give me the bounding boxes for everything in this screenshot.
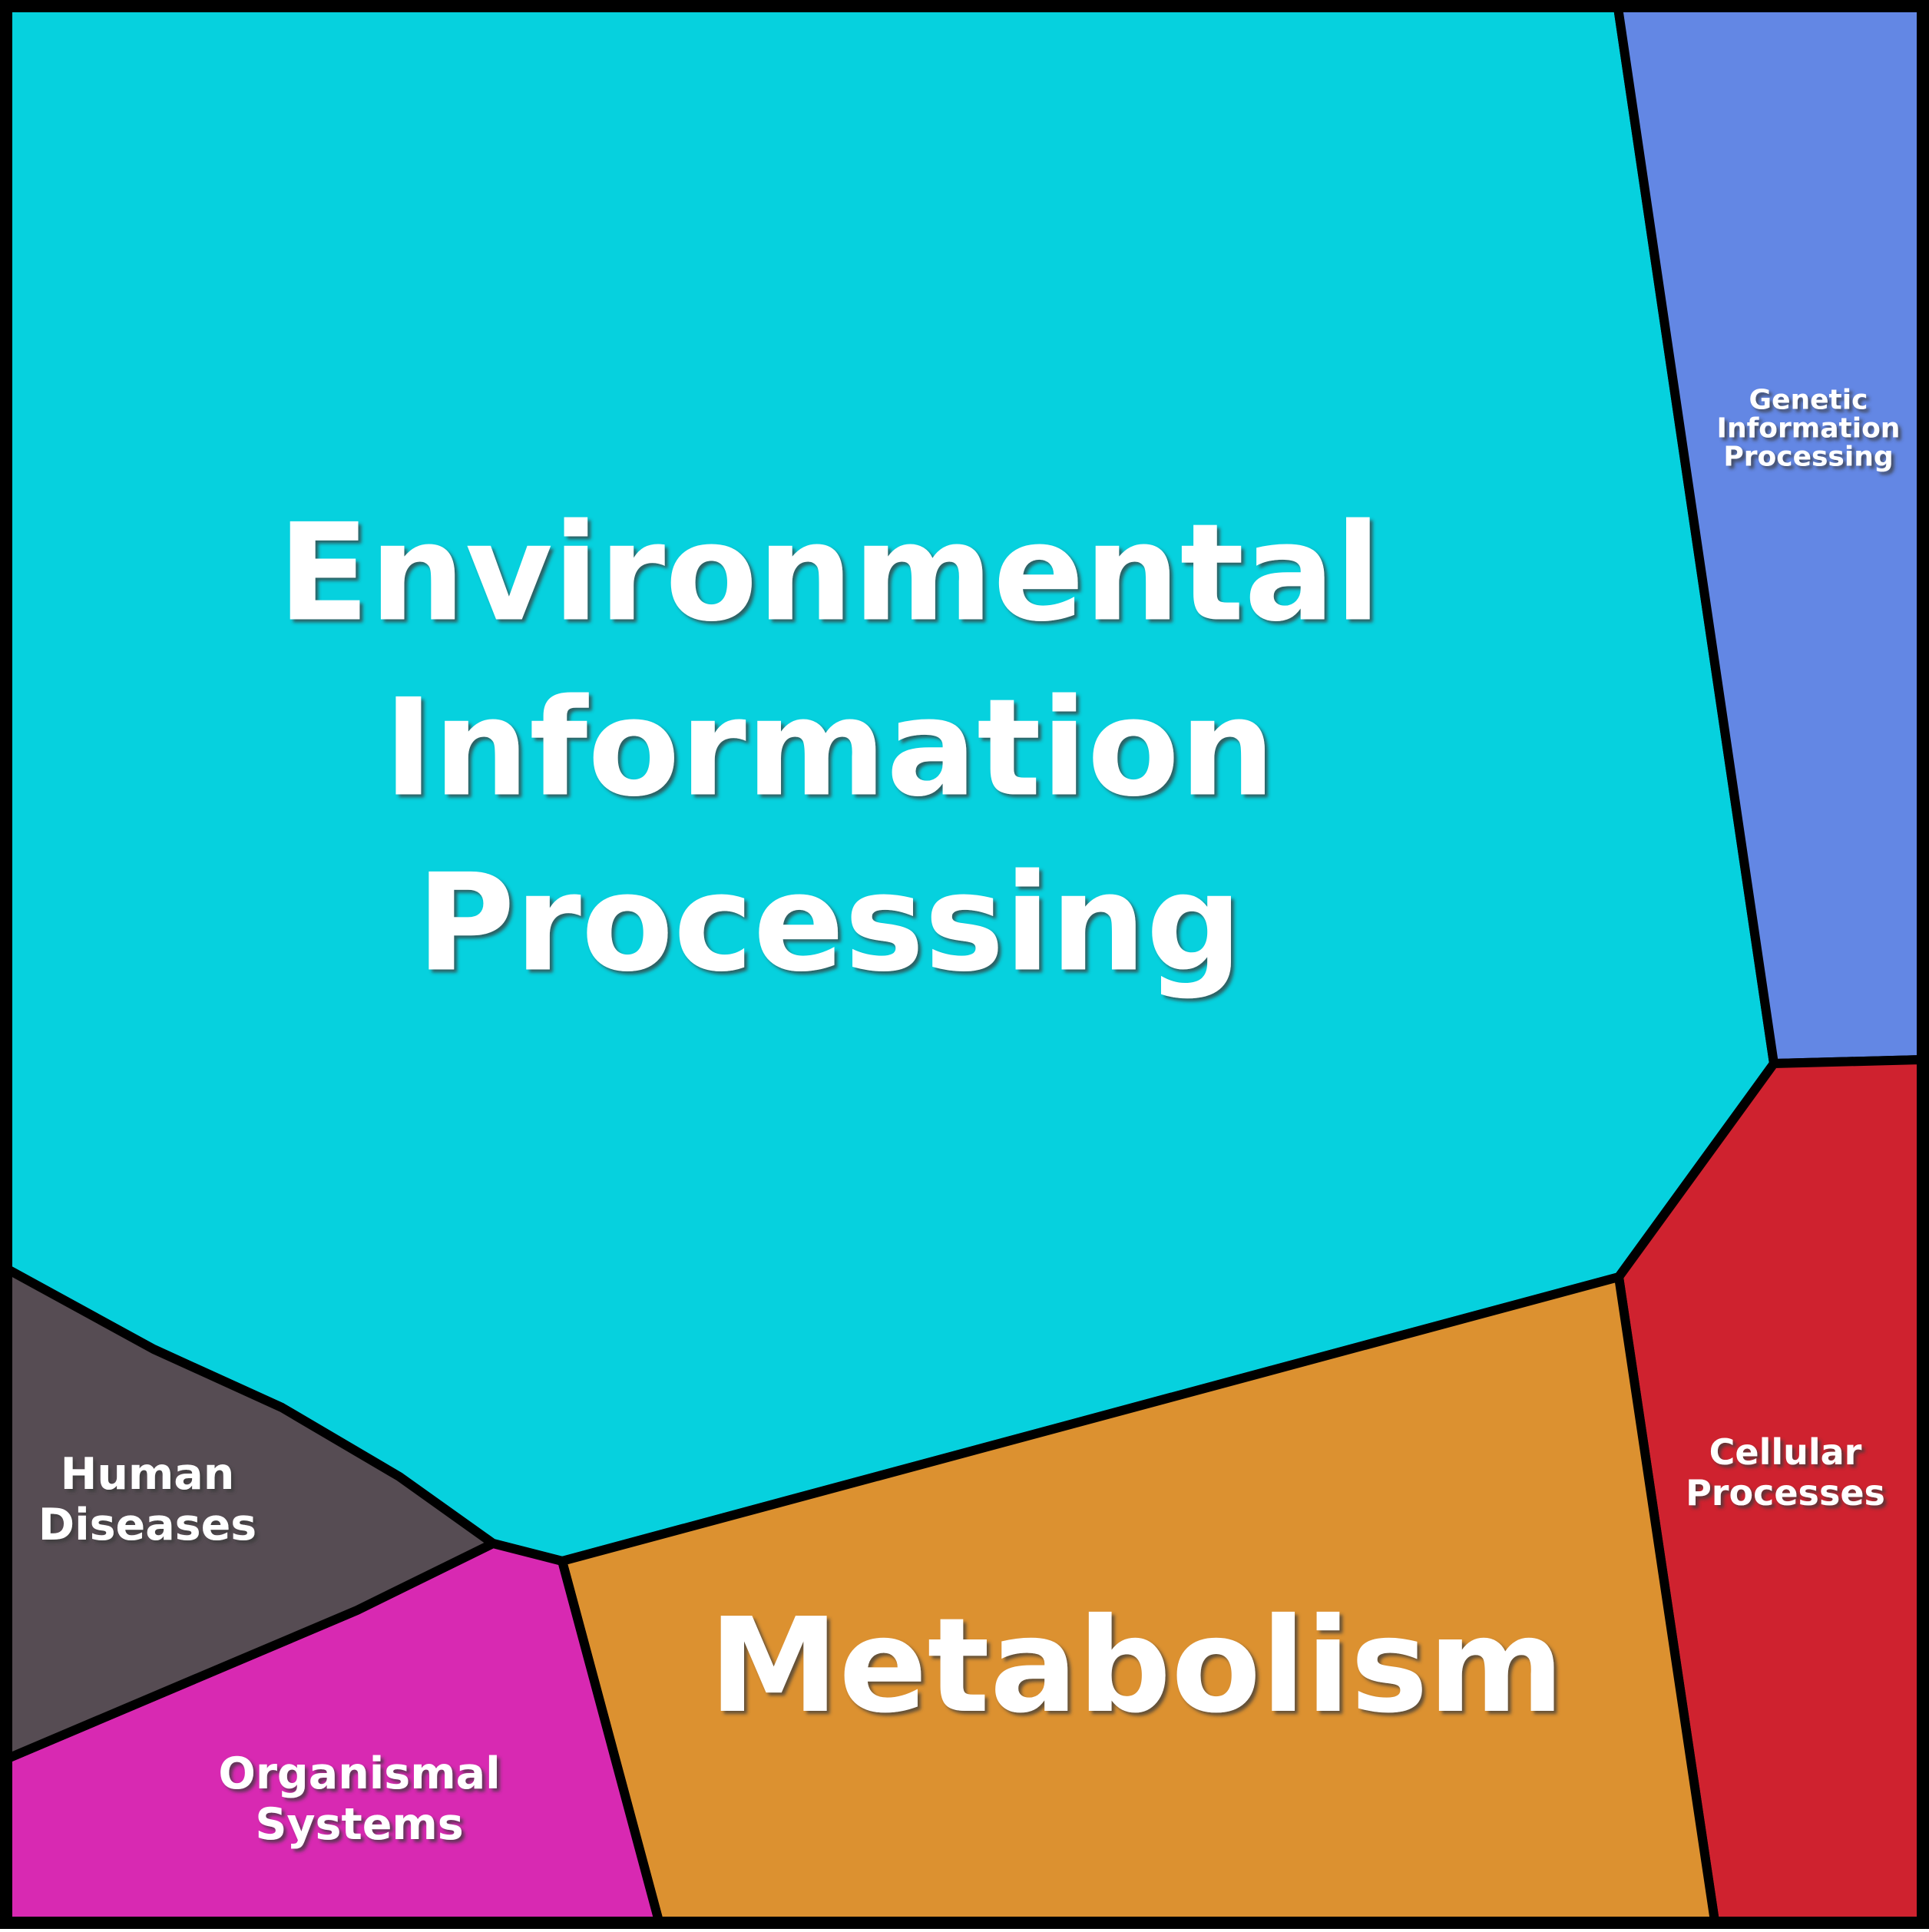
region-label-line: Systems: [255, 1799, 463, 1850]
region-label-metabolism: Metabolism: [709, 1590, 1564, 1742]
region-label-line: Genetic: [1749, 385, 1868, 416]
region-label-line: Cellular: [1709, 1431, 1862, 1473]
region-label-line: Human: [61, 1449, 235, 1500]
region-label-line: Organismal: [218, 1748, 500, 1799]
region-label-line: Environmental: [278, 496, 1381, 652]
labels-layer: EnvironmentalInformationProcessingGeneti…: [38, 385, 1901, 1851]
region-label-line: Processing: [1723, 442, 1893, 473]
region-label-line: Information: [383, 671, 1275, 827]
region-label-line: Diseases: [38, 1500, 256, 1550]
region-label-line: Processes: [1686, 1472, 1885, 1514]
region-label-line: Processing: [416, 846, 1242, 1002]
regions-layer: [3, 3, 1926, 1926]
region-label-line: Information: [1717, 413, 1901, 445]
region-human-diseases: [3, 1265, 498, 1763]
region-label-line: Metabolism: [709, 1590, 1564, 1742]
